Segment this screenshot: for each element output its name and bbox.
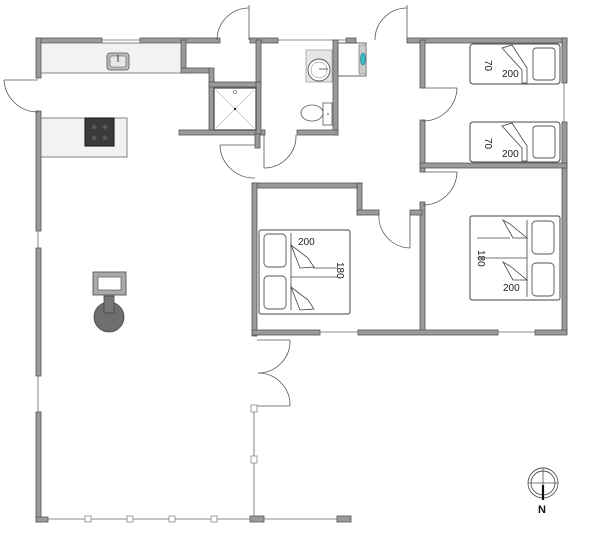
single-bed-top: 70 200 xyxy=(469,43,561,85)
north-compass-icon: N xyxy=(527,467,559,516)
bed-length-label: 200 xyxy=(298,237,315,248)
bed-length-label: 200 xyxy=(502,149,519,160)
bed-width-label: 180 xyxy=(334,262,345,279)
bed-length-label: 200 xyxy=(502,69,519,80)
bed-length-label: 200 xyxy=(503,283,520,294)
walls xyxy=(35,37,568,523)
double-bed-west: 200 180 xyxy=(258,229,351,315)
windows xyxy=(37,39,565,523)
stove-icon xyxy=(84,117,115,147)
kitchen-sink-icon xyxy=(106,52,130,71)
bathroom xyxy=(213,49,333,131)
bed-width-label: 70 xyxy=(482,60,493,72)
bed-width-label: 180 xyxy=(475,250,486,267)
bed-width-label: 70 xyxy=(482,138,493,150)
toilet-icon xyxy=(300,102,333,126)
kitchen xyxy=(40,42,182,158)
compass-north-label: N xyxy=(538,504,546,516)
shower-icon xyxy=(213,87,257,131)
double-bed-east: 180 200 xyxy=(469,215,561,301)
washing-machine-icon xyxy=(337,42,367,77)
single-bed-bottom: 70 200 xyxy=(469,121,561,163)
washbasin-icon xyxy=(305,49,333,83)
doors xyxy=(3,5,458,407)
wood-stove-icon xyxy=(92,271,127,333)
